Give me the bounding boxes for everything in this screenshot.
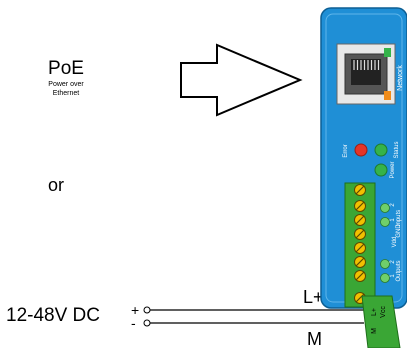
screw-icon (354, 200, 366, 212)
or-label: or (48, 175, 64, 195)
input-1-label: 1 (390, 218, 396, 222)
output-1-led (380, 273, 390, 283)
activity-led (384, 91, 391, 100)
error-label: Error (343, 144, 349, 157)
input-2-label: 2 (390, 203, 396, 207)
dc-minus-sign: - (131, 315, 136, 331)
output-2-led (380, 259, 390, 269)
poe-title: PoE (48, 58, 84, 79)
inputs-label: Inputs (396, 210, 402, 226)
output-2-label: 2 (390, 260, 396, 264)
arrow-icon (180, 43, 303, 117)
wire-m-label: M (307, 329, 322, 348)
minus-terminal (143, 319, 151, 327)
input-1-led (380, 217, 390, 227)
screw-icon (354, 256, 366, 268)
poe-subtitle-line2: Ethernet (53, 90, 80, 97)
screw-icon (354, 242, 366, 254)
plug-vcc-label: Vcc (380, 306, 387, 318)
plug-lplus-label: L+ (371, 308, 378, 316)
input-2-led (380, 203, 390, 213)
network-label: Network (397, 65, 404, 91)
link-led (384, 48, 391, 57)
screw-icon (354, 214, 366, 226)
status-led (374, 143, 388, 157)
terminal-screws (354, 184, 366, 304)
power-led (374, 163, 388, 177)
poe-subtitle-line1: Power over (48, 81, 84, 88)
plug-m-label: M (371, 328, 378, 334)
wire-lplus-label: L+ (303, 287, 324, 307)
error-led (354, 143, 368, 157)
power-label: Power (390, 161, 396, 178)
vdd-label: Vdd (392, 237, 398, 248)
screw-icon (354, 184, 366, 196)
status-label: Status (394, 141, 400, 158)
device-module: Network Error Status Power (320, 7, 407, 309)
gnd-label: GND (396, 224, 402, 238)
output-1-label: 1 (390, 274, 396, 278)
outputs-label: Outputs (396, 260, 402, 281)
dc-plus-sign: + (131, 302, 139, 318)
rj45-pins (353, 60, 380, 70)
screw-icon (354, 228, 366, 240)
dc-input-label: 12-48V DC (6, 305, 100, 326)
rj45-socket (351, 59, 381, 85)
screw-icon (354, 270, 366, 282)
plus-terminal (143, 306, 151, 314)
